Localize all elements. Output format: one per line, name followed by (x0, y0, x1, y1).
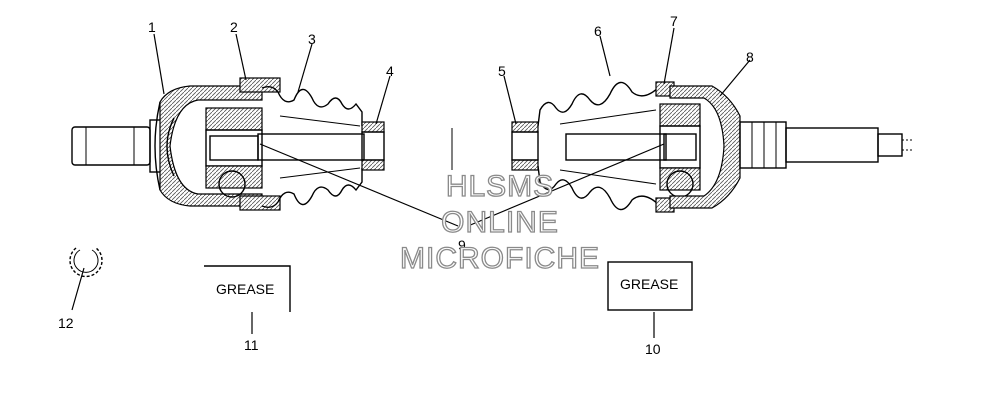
leader-lines (71, 27, 751, 338)
right-axle-shaft (565, 133, 667, 161)
left-axle-shaft (257, 133, 365, 161)
outer-joint-inner-race (205, 107, 263, 198)
callout-7: 7 (670, 13, 678, 29)
right-shaft-stub (739, 121, 912, 169)
callout-12: 12 (58, 315, 74, 331)
callout-5: 5 (498, 63, 506, 79)
watermark-line-2: ONLINE (441, 206, 559, 239)
callout-9: 9 (458, 237, 466, 253)
callout-10: 10 (645, 341, 661, 357)
callout-8: 8 (746, 49, 754, 65)
callout-3: 3 (308, 31, 316, 47)
outer-cv-boot (261, 85, 363, 209)
snap-ring (69, 247, 103, 278)
grease-packet-11: GREASE (204, 265, 291, 312)
callout-numbers: 1 2 3 4 5 6 7 8 9 10 11 12 (58, 13, 754, 357)
outer-small-clamp (361, 121, 385, 171)
watermark-line-3: MICROFICHE (400, 242, 600, 275)
callout-4: 4 (386, 63, 394, 79)
watermark: HLSMS ONLINE MICROFICHE (399, 169, 600, 275)
outer-cv-joint-housing (154, 85, 263, 207)
grease-label-11: GREASE (216, 281, 274, 297)
inner-small-clamp (511, 121, 539, 171)
callout-11: 11 (244, 337, 259, 353)
watermark-line-1: HLSMS (446, 170, 554, 203)
callout-6: 6 (594, 23, 602, 39)
grease-label-10: GREASE (620, 276, 678, 292)
inner-cv-joint-housing (669, 85, 741, 209)
left-shaft-stub (71, 119, 163, 173)
grease-packet-10: GREASE (607, 261, 693, 311)
callout-1: 1 (148, 19, 156, 35)
callout-2: 2 (230, 19, 238, 35)
inner-joint-race (659, 103, 701, 198)
inner-boot-clamp (655, 81, 675, 213)
inner-cv-boot (537, 81, 661, 211)
